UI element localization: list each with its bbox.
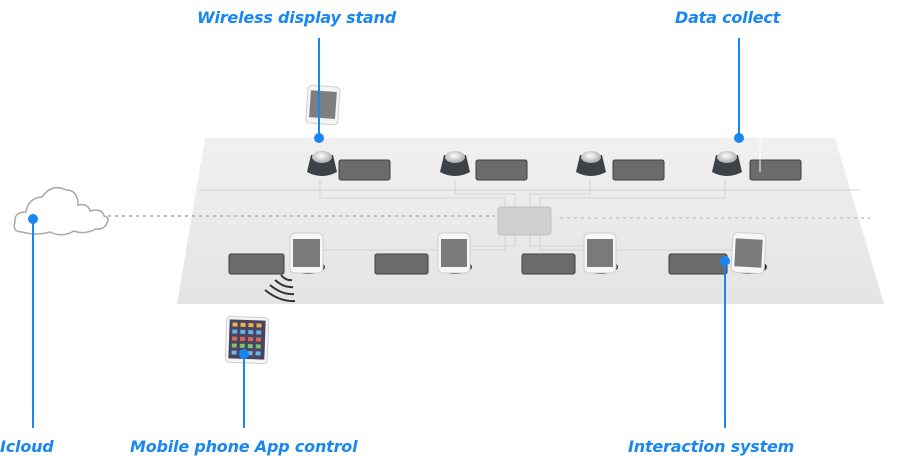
hub bbox=[497, 206, 552, 236]
phone-on-stand-4 bbox=[730, 231, 767, 275]
cloud-icon bbox=[13, 186, 109, 236]
tablet-front-4 bbox=[668, 253, 728, 275]
wiring bbox=[200, 180, 860, 262]
tablet-front-3 bbox=[521, 253, 576, 275]
tablet-front-2 bbox=[374, 253, 429, 275]
callout-dot-data bbox=[734, 133, 744, 143]
callout-dot-interaction bbox=[720, 256, 730, 266]
callout-dot-icloud bbox=[28, 214, 38, 224]
smartphone-app bbox=[224, 315, 270, 365]
callout-line-data bbox=[738, 38, 740, 138]
tablet-back-3 bbox=[612, 159, 665, 181]
label-mobile-app-control: Mobile phone App control bbox=[130, 437, 358, 456]
phone-on-stand-3 bbox=[583, 232, 618, 274]
sensor-puck-2 bbox=[440, 151, 470, 176]
sensor-puck-3 bbox=[576, 151, 606, 176]
label-icloud: Icloud bbox=[0, 437, 54, 456]
callout-line-interaction bbox=[724, 262, 726, 428]
tablet-front-1 bbox=[228, 253, 285, 275]
phone-on-stand-2 bbox=[437, 232, 472, 274]
callout-dot-mobile bbox=[239, 349, 249, 359]
callout-line-icloud bbox=[32, 222, 34, 428]
callout-line-wireless bbox=[318, 38, 320, 138]
label-interaction-system: Interaction system bbox=[628, 437, 795, 456]
callout-line-mobile bbox=[243, 354, 245, 428]
phone-on-stand-1 bbox=[289, 232, 325, 274]
floating-phone bbox=[305, 84, 341, 126]
tablet-back-1 bbox=[338, 159, 391, 181]
tablet-back-4 bbox=[749, 159, 802, 181]
label-data-collect: Data collect bbox=[675, 8, 781, 27]
callout-dot-wireless bbox=[314, 133, 324, 143]
sensor-puck-1 bbox=[307, 151, 337, 176]
tablet-back-2 bbox=[475, 159, 528, 181]
wireless-signal-icon bbox=[264, 274, 296, 303]
label-wireless-display-stand: Wireless display stand bbox=[197, 8, 396, 27]
sensor-puck-4 bbox=[712, 151, 742, 176]
